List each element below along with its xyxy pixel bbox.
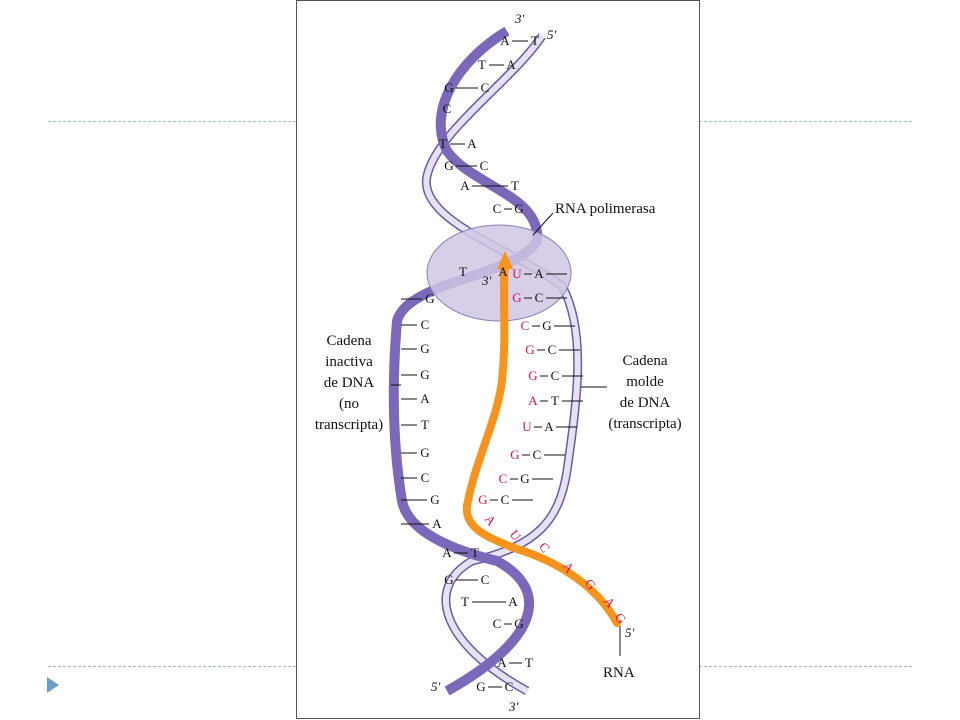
bottom-pair-left-base: G: [476, 679, 485, 694]
inactive-strand-base: T: [459, 264, 467, 279]
rna-base: G: [528, 368, 537, 383]
bottom-pair-right-base: A: [508, 594, 518, 609]
template-strand: [423, 34, 581, 694]
top-pair-left-base: C: [493, 201, 502, 216]
top-pair-left-base: T: [478, 57, 486, 72]
template-base: C: [501, 492, 510, 507]
top-pair-right-base: T: [531, 33, 539, 48]
top-right-end-label: 5′: [547, 27, 557, 42]
template-base: C: [535, 290, 544, 305]
inactive-strand-base: A: [498, 264, 508, 279]
template-base: C: [533, 447, 542, 462]
template-base: A: [534, 266, 544, 281]
inactive-strand-base: G: [420, 445, 429, 460]
top-pair-right-base: C: [480, 158, 489, 173]
template-base: G: [542, 318, 551, 333]
bottom-pair-right-base: C: [505, 679, 514, 694]
bottom-pair-right-base: C: [481, 572, 490, 587]
polymerase-leader: [532, 212, 554, 236]
inactive-label-line: Cadena: [327, 333, 372, 349]
template-label-line: molde: [626, 374, 664, 390]
rna-3-end-label: 3′: [481, 273, 492, 288]
rna-base: G: [525, 342, 534, 357]
inactive-label-line: inactiva: [325, 354, 373, 370]
template-strand-label: Cadena molde de DNA (transcripta): [608, 353, 681, 432]
rna-base: U: [522, 419, 532, 434]
rna-base: A: [528, 393, 538, 408]
rna-base: G: [510, 447, 519, 462]
bottom-right-end-label: 3′: [508, 699, 519, 714]
top-pair-left-base: G: [444, 158, 453, 173]
inactive-strand: [388, 26, 543, 696]
rna-base: C: [521, 318, 530, 333]
bottom-pair-left-base: C: [493, 616, 502, 631]
rna-tail-base: A: [482, 512, 500, 529]
rna-arrowhead-icon: [497, 251, 513, 269]
top-pair-right-base: A: [506, 57, 516, 72]
template-base: A: [544, 419, 554, 434]
inactive-label-line: (no: [339, 396, 359, 412]
rna-polymerase: [426, 224, 572, 322]
rna-base: G: [478, 492, 487, 507]
template-base: C: [551, 368, 560, 383]
inactive-strand-base: C: [421, 317, 430, 332]
top-pair-left-base: C: [443, 101, 452, 116]
template-base: T: [551, 393, 559, 408]
bottom-pair-left-base: A: [497, 655, 507, 670]
top-pair-right-base: T: [511, 178, 519, 193]
bottom-pair-left-base: T: [461, 594, 469, 609]
top-left-end-label: 3′: [514, 11, 525, 26]
rna-base: G: [512, 290, 521, 305]
bottom-pair-right-base: G: [514, 616, 523, 631]
inactive-strand-base: A: [432, 516, 442, 531]
inactive-strand-base: T: [421, 417, 429, 432]
rna-base: U: [512, 266, 522, 281]
inactive-label-line: transcripta): [315, 417, 383, 433]
inactive-strand-base: A: [420, 391, 430, 406]
bottom-pair-right-base: T: [471, 545, 479, 560]
triangle-right-icon[interactable]: [47, 677, 59, 693]
rna-base: C: [499, 471, 508, 486]
rna-transcript: [462, 259, 621, 627]
template-label-line: (transcripta): [608, 416, 681, 432]
inactive-strand-base: C: [421, 470, 430, 485]
inactive-strand-base: G: [425, 291, 434, 306]
bottom-left-end-label: 5′: [431, 679, 441, 694]
inactive-strand-base: G: [420, 341, 429, 356]
top-pair-left-base: T: [439, 136, 447, 151]
rna-label: RNA: [603, 665, 635, 681]
top-pair-left-base: A: [500, 33, 510, 48]
rna-5-end-label: 5′: [625, 625, 635, 640]
bottom-pair-left-base: G: [444, 572, 453, 587]
top-pair-left-base: G: [444, 80, 453, 95]
inactive-label-line: de DNA: [324, 375, 375, 391]
template-label-line: Cadena: [623, 353, 668, 369]
inactive-strand-base: G: [430, 492, 439, 507]
transcription-figure: 3′ 5′ 3′ 5′ 5′ 3′ RNA polimerasa Cadena i…: [296, 0, 700, 719]
bottom-pair-left-base: A: [442, 545, 452, 560]
inactive-strand-label: Cadena inactiva de DNA (no transcripta): [315, 333, 383, 433]
top-pair-left-base: A: [460, 178, 470, 193]
inactive-strand-base: G: [420, 367, 429, 382]
dna-transcription-diagram: 3′ 5′ 3′ 5′ 5′ 3′ RNA polimerasa Cadena i…: [315, 11, 682, 714]
bottom-pair-right-base: T: [525, 655, 533, 670]
top-pair-right-base: A: [467, 136, 477, 151]
template-base: C: [548, 342, 557, 357]
top-pair-right-base: G: [514, 201, 523, 216]
polymerase-label: RNA polimerasa: [555, 201, 656, 217]
template-label-line: de DNA: [620, 395, 671, 411]
template-base: G: [520, 471, 529, 486]
top-pair-right-base: C: [481, 80, 490, 95]
